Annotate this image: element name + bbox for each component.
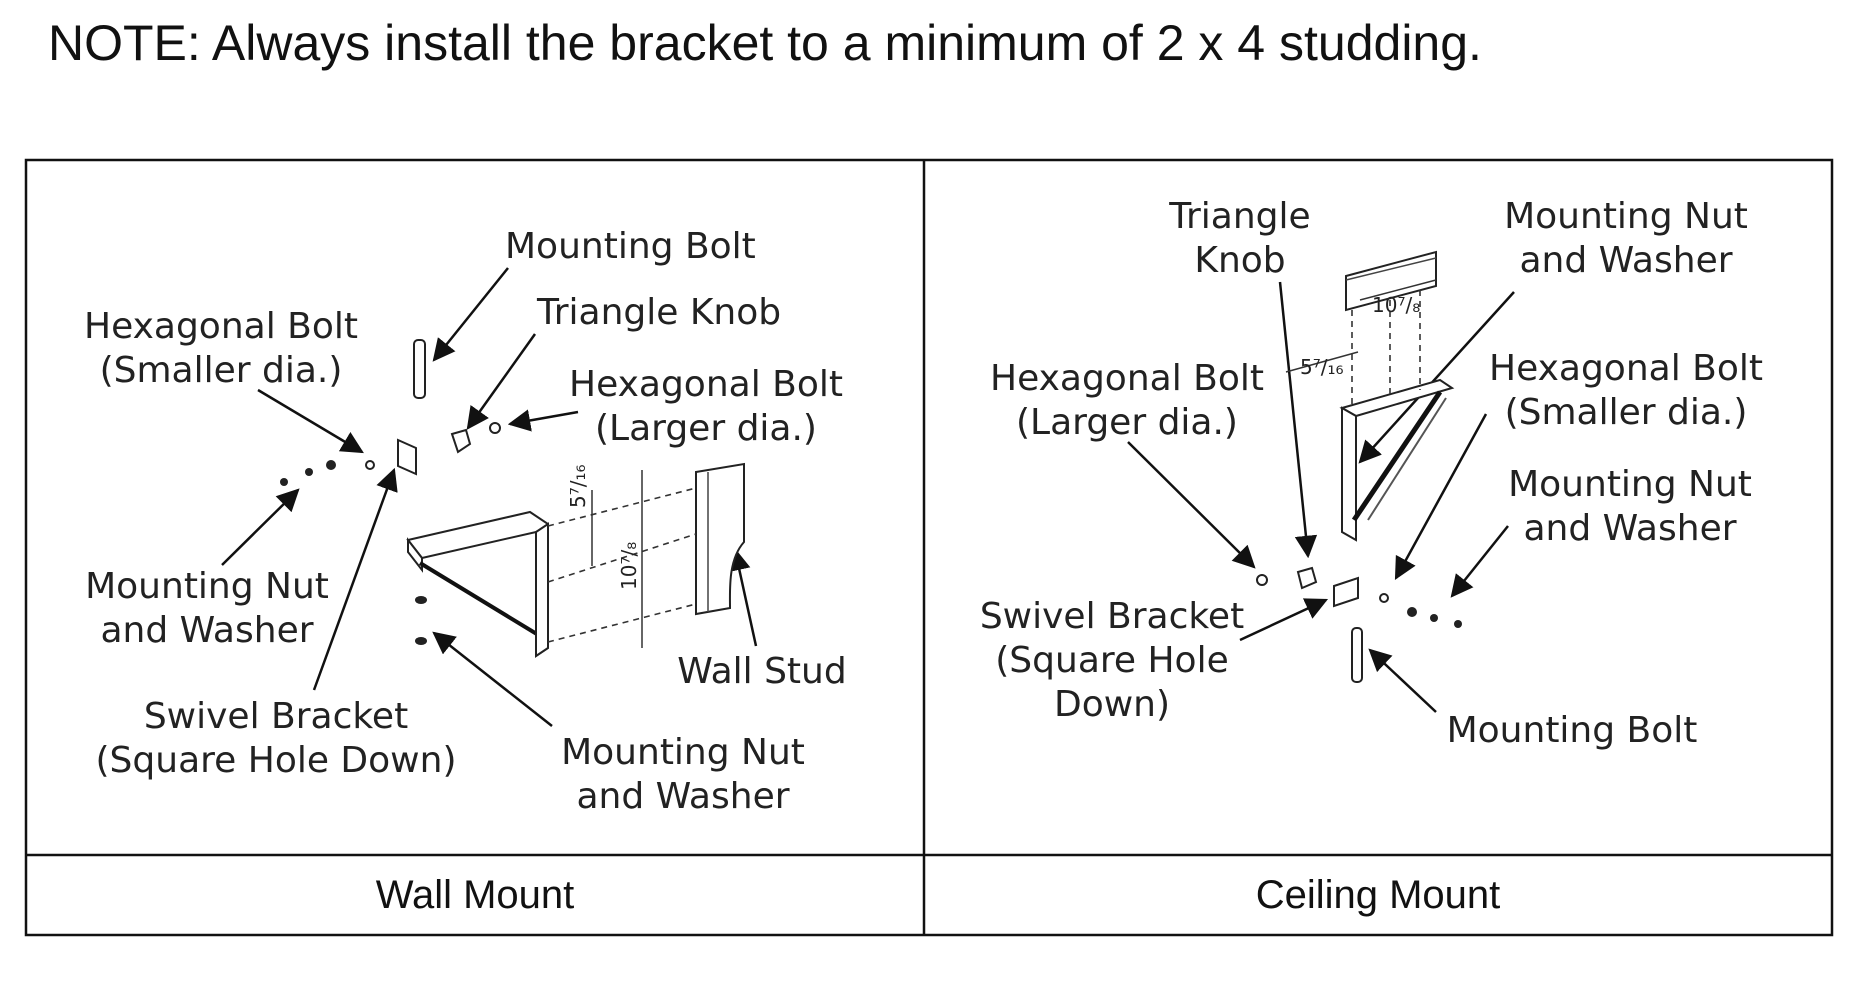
ceiling-joist-shape	[1345, 250, 1437, 312]
ceiling-bracket-shape	[1339, 378, 1455, 542]
wall-arrow-swivel	[312, 467, 398, 691]
ceiling-label-swivel-2: (Square Hole	[995, 640, 1228, 681]
ceiling-arrow-hex-large	[1127, 441, 1256, 569]
wall-dim-b: 10⁷/₈	[617, 542, 641, 590]
ceiling-label-hex-small-2: (Smaller dia.)	[1505, 392, 1748, 433]
ceiling-hex-large-shape	[1256, 574, 1268, 586]
ceiling-mount-panel: Triangle Knob Mounting Nut and Washer He…	[980, 196, 1763, 751]
wall-arrow-wall-stud	[728, 547, 758, 647]
ceiling-mounting-bolt-shape	[1351, 627, 1363, 683]
wall-bracket-shape	[406, 510, 549, 658]
wall-label-hex-large-1: Hexagonal Bolt	[569, 364, 843, 405]
ceiling-label-nut-mid-2: and Washer	[1523, 508, 1736, 549]
wall-swivel-bracket-shape	[397, 438, 417, 476]
ceiling-arrow-triangle-knob	[1278, 281, 1318, 559]
ceiling-label-swivel-1: Swivel Bracket	[980, 596, 1244, 637]
ceiling-label-mounting-bolt: Mounting Bolt	[1447, 710, 1698, 751]
ceiling-label-hex-large-2: (Larger dia.)	[1016, 402, 1238, 443]
wall-mount-panel: Mounting Bolt Triangle Knob Hexagonal Bo…	[84, 226, 847, 817]
ceiling-label-nut-top-2: and Washer	[1519, 240, 1732, 281]
ceiling-label-triangle-knob-1: Triangle	[1168, 196, 1310, 237]
wall-hex-large-shape	[489, 422, 501, 434]
ceiling-arrow-swivel	[1239, 598, 1329, 642]
wall-arrow-hex-large	[507, 409, 579, 432]
wall-hex-small-shape	[365, 460, 375, 470]
ceiling-dim-a: 5⁷/₁₆	[1300, 355, 1344, 379]
ceiling-label-triangle-knob-2: Knob	[1194, 240, 1285, 281]
ceiling-hex-small-shape	[1379, 593, 1389, 603]
wall-label-swivel-2: (Square Hole Down)	[96, 740, 457, 781]
wall-nut-washer-bottom-shapes	[415, 596, 427, 645]
ceiling-nut-washer-shapes	[1407, 607, 1462, 628]
wall-label-nut-bottom-2: and Washer	[576, 776, 789, 817]
ceiling-label-nut-top-1: Mounting Nut	[1504, 196, 1748, 237]
ceiling-label-nut-mid-1: Mounting Nut	[1508, 464, 1752, 505]
ceiling-arrow-hex-small	[1394, 413, 1488, 580]
wall-arrow-triangle-knob	[466, 333, 537, 430]
ceiling-swivel-bracket-shape	[1333, 576, 1359, 608]
ceiling-triangle-knob-shape	[1296, 566, 1318, 590]
wall-stud-shape	[695, 462, 745, 616]
wall-label-wall-stud: Wall Stud	[677, 651, 846, 692]
ceiling-arrow-nut-top	[1358, 291, 1515, 464]
wall-arrow-mounting-bolt	[432, 267, 509, 362]
ceiling-arrow-mounting-bolt	[1368, 648, 1437, 713]
wall-arrow-hex-small	[257, 388, 364, 454]
ceiling-arrow-nut-mid	[1450, 525, 1509, 598]
ceiling-dim-b: 10⁷/₈	[1372, 293, 1420, 317]
wall-dim-a: 5⁷/₁₆	[566, 464, 590, 508]
ceiling-label-swivel-3: Down)	[1054, 684, 1170, 725]
diagram-table	[24, 158, 1834, 937]
wall-triangle-knob-shape	[450, 428, 472, 454]
wall-label-hex-large-2: (Larger dia.)	[595, 408, 817, 449]
installation-note: NOTE: Always install the bracket to a mi…	[48, 15, 1482, 71]
wall-arrow-nut-left	[221, 488, 300, 566]
wall-label-nut-left-1: Mounting Nut	[85, 566, 329, 607]
wall-mounting-bolt-shape	[413, 339, 426, 399]
wall-nut-washer-left-shapes	[280, 460, 336, 486]
wall-label-nut-bottom-1: Mounting Nut	[561, 732, 805, 773]
ceiling-label-hex-small-1: Hexagonal Bolt	[1489, 348, 1763, 389]
ceiling-mount-caption: Ceiling Mount	[1256, 873, 1501, 917]
wall-label-hex-small-2: (Smaller dia.)	[100, 350, 343, 391]
wall-dimension-lines	[547, 470, 697, 648]
ceiling-dimension-lines	[1285, 279, 1437, 408]
wall-label-hex-small-1: Hexagonal Bolt	[84, 306, 358, 347]
ceiling-label-hex-large-1: Hexagonal Bolt	[990, 358, 1264, 399]
wall-label-nut-left-2: and Washer	[100, 610, 313, 651]
wall-label-mounting-bolt: Mounting Bolt	[505, 226, 756, 267]
wall-label-swivel-1: Swivel Bracket	[144, 696, 408, 737]
wall-label-triangle-knob: Triangle Knob	[536, 292, 781, 333]
wall-mount-caption: Wall Mount	[376, 873, 575, 917]
wall-arrow-nut-bottom	[432, 631, 553, 727]
